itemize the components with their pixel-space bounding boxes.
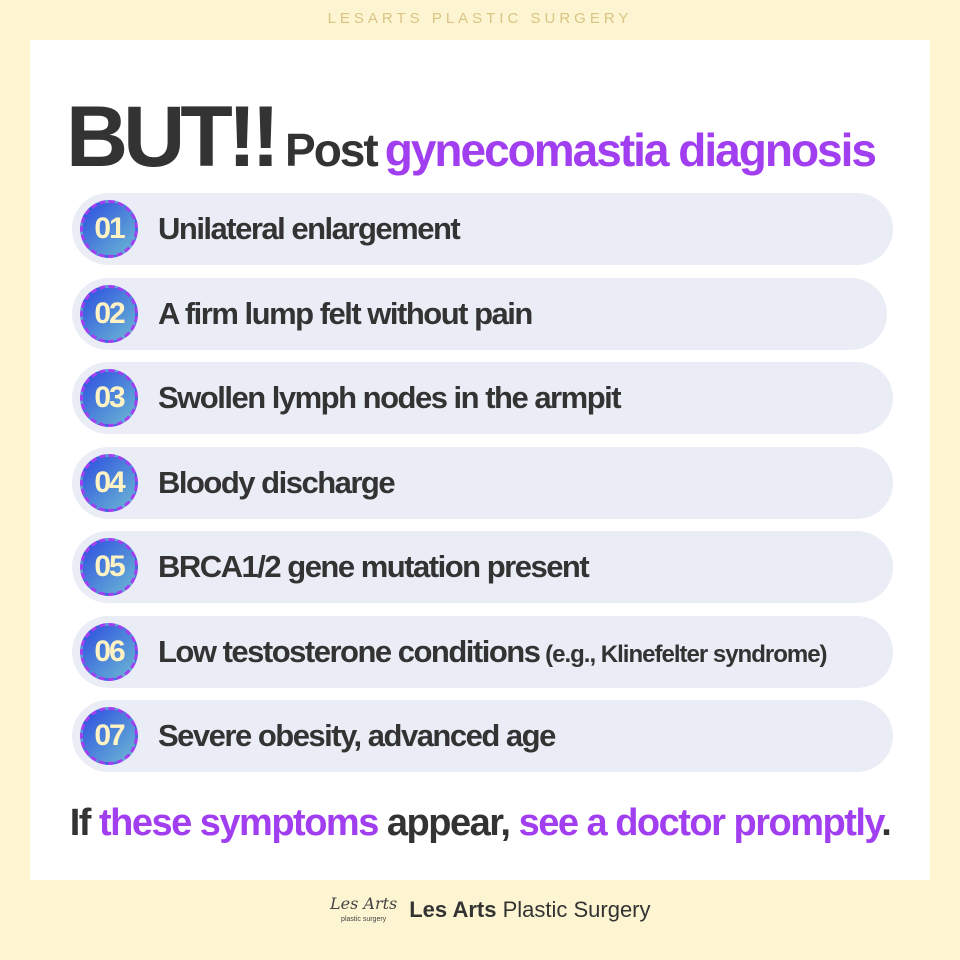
brand-header: LESARTS PLASTIC SURGERY xyxy=(327,10,633,27)
msg-highlight: these symptoms xyxy=(98,802,379,844)
title-post: Post xyxy=(285,124,379,176)
item-label: Severe obesity, advanced age xyxy=(158,718,556,753)
list-item: 05 BRCA1/2 gene mutation present xyxy=(72,531,893,603)
list-item: 06 Low testosterone conditions (e.g., Kli… xyxy=(72,615,893,691)
number-badge: 05 xyxy=(80,538,138,596)
logo-script: Les Arts xyxy=(330,894,398,913)
item-label: Bloody discharge xyxy=(158,464,396,500)
title-highlight: gynecomastia diagnosis xyxy=(384,124,877,176)
item-text: Unilateral enlargement xyxy=(158,193,461,268)
item-label: BRCA1/2 gene mutation present xyxy=(158,549,590,584)
item-note: (e.g., Klinefelter syndrome) xyxy=(539,640,827,668)
item-label: Swollen lymph nodes in the armpit xyxy=(158,380,622,415)
msg-highlight: see a doctor promptly xyxy=(518,802,883,844)
number-badge: 07 xyxy=(80,707,138,765)
number-badge: 04 xyxy=(80,453,138,512)
item-text: Swollen lymph nodes in the armpit xyxy=(158,362,622,437)
item-text: Bloody discharge xyxy=(158,447,396,522)
number-badge: 03 xyxy=(80,369,138,427)
item-text: BRCA1/2 gene mutation present xyxy=(158,531,590,606)
title-but: BUT!! xyxy=(66,89,280,185)
clinic-name-rest: Plastic Surgery xyxy=(496,896,651,922)
item-label: Low testosterone conditions xyxy=(158,633,541,669)
clinic-name: Les Arts Plastic Surgery xyxy=(409,897,650,923)
number-badge: 02 xyxy=(80,284,138,343)
msg-part: If xyxy=(69,802,99,844)
list-item: 07 Severe obesity, advanced age xyxy=(72,700,893,772)
item-label: A firm lump felt without pain xyxy=(158,295,533,331)
footer-logo: Les Arts plastic surgery Les Arts Plastic… xyxy=(330,894,651,924)
msg-part: . xyxy=(881,802,892,844)
item-text: Low testosterone conditions (e.g., Kline… xyxy=(158,616,828,691)
list-item: 03 Swollen lymph nodes in the armpit xyxy=(72,362,893,434)
list-item: 04 Bloody discharge xyxy=(72,446,893,522)
logo-mark: Les Arts plastic surgery xyxy=(330,894,398,924)
number-badge: 06 xyxy=(80,622,138,681)
number-badge: 01 xyxy=(80,200,138,258)
logo-sub: plastic surgery xyxy=(341,916,387,923)
list-item: 01 Unilateral enlargement xyxy=(72,193,893,265)
advice-message: If these symptoms appear, see a doctor p… xyxy=(30,802,930,845)
msg-part: appear, xyxy=(377,802,519,844)
item-label: Unilateral enlargement xyxy=(158,211,461,246)
item-text: Severe obesity, advanced age xyxy=(158,700,556,775)
clinic-name-bold: Les Arts xyxy=(409,896,497,922)
item-text: A firm lump felt without pain xyxy=(158,278,533,353)
list-item: 02 A firm lump felt without pain xyxy=(72,277,887,353)
